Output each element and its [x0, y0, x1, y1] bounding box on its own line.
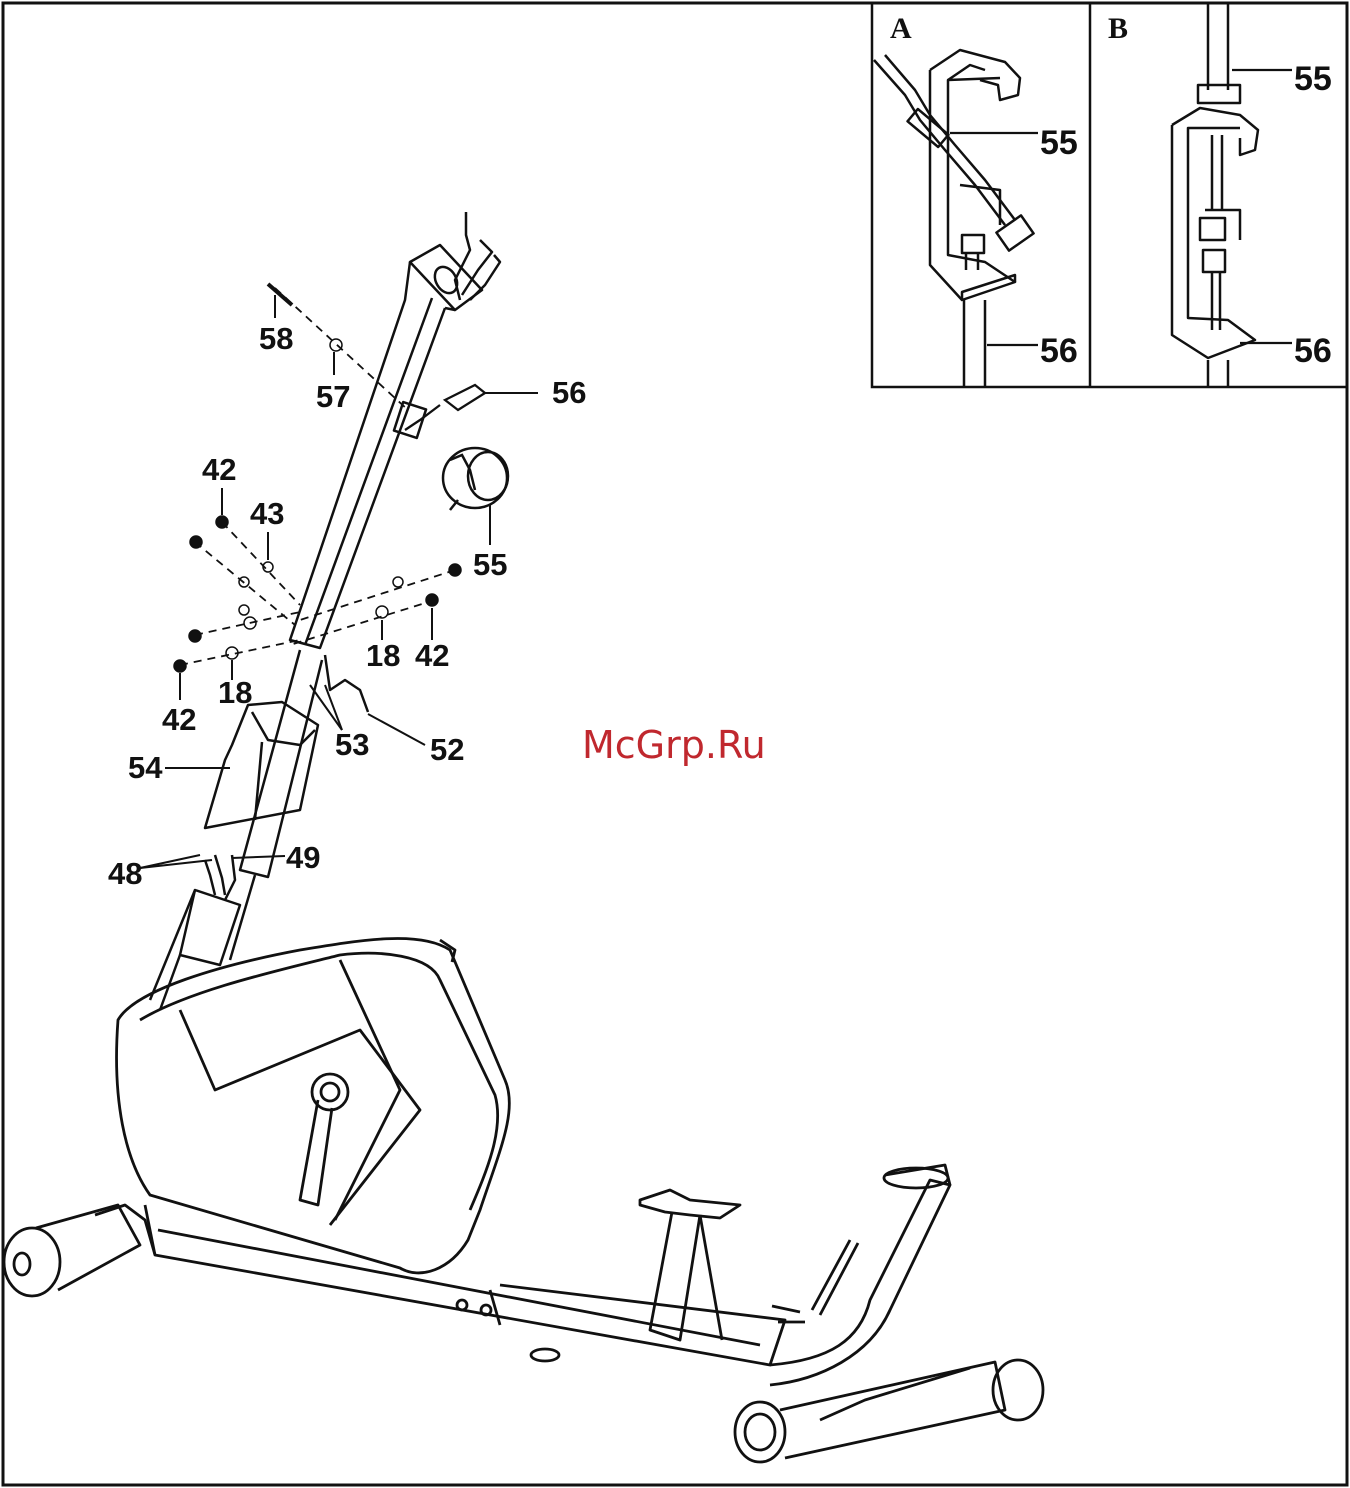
callout-56: 56: [552, 375, 586, 410]
inset-b-label-55: 55: [1294, 60, 1332, 98]
callout-54: 54: [128, 750, 163, 785]
callout-42-top: 42: [202, 452, 236, 487]
callout-43: 43: [250, 496, 284, 531]
inset-a-label-55: 55: [1040, 124, 1078, 162]
callout-18-right: 18: [366, 638, 400, 673]
inset-a-title: A: [890, 12, 912, 45]
callout-48: 48: [108, 856, 142, 891]
inset-a-label-56: 56: [1040, 332, 1078, 370]
inset-b-bracket: [1172, 3, 1258, 387]
flywheel-housing: [117, 938, 510, 1272]
base-frame: [4, 1165, 1043, 1462]
part-55-console: [443, 448, 508, 510]
callout-18-left: 18: [218, 675, 252, 710]
callout-42-right: 42: [415, 638, 449, 673]
inset-b-leaders: [1232, 70, 1292, 343]
callout-42-left: 42: [162, 702, 196, 737]
inset-b-label-56: 56: [1294, 332, 1332, 370]
callout-52: 52: [430, 732, 464, 767]
part-54-shroud: [205, 702, 318, 828]
callout-55: 55: [473, 547, 507, 582]
callout-53: 53: [335, 727, 369, 762]
callout-58: 58: [259, 321, 293, 356]
inset-b-title: B: [1108, 12, 1128, 45]
callout-57: 57: [316, 379, 350, 414]
watermark: McGrp.Ru: [582, 723, 766, 767]
callout-49: 49: [286, 840, 320, 875]
inset-a-bracket: [874, 50, 1034, 387]
